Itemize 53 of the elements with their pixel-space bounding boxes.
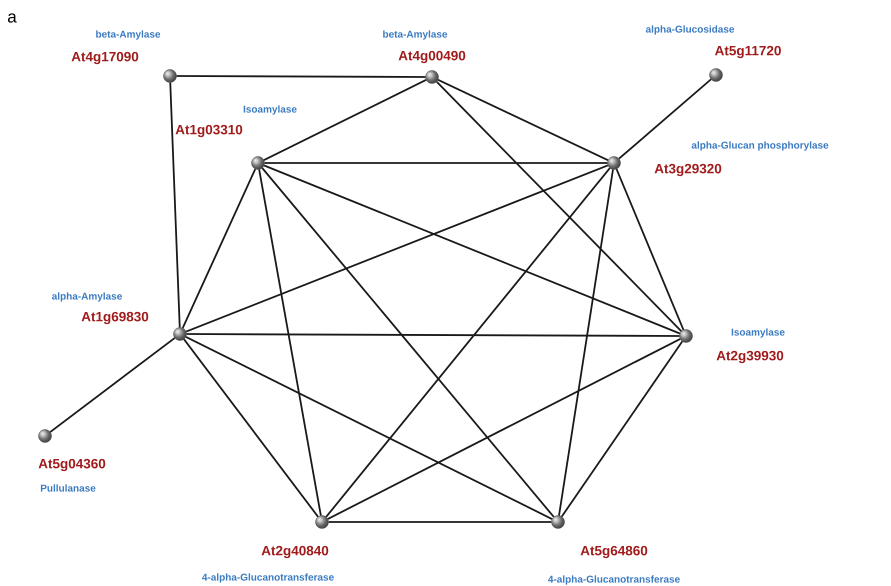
gene-id-label: At3g29320 [654,164,722,176]
enzyme-label: 4-alpha-Glucanotransferase [202,573,334,583]
edge-line [176,75,426,78]
edge-line [50,337,176,433]
node-sphere [315,515,329,529]
node-sphere [163,69,177,83]
enzyme-label: beta-Amylase [96,30,160,40]
enzyme-label: alpha-Glucan phosphorylase [692,141,828,151]
edge-line [558,169,614,516]
edge-line [328,521,552,523]
edge-line [169,82,181,328]
node-sphere [709,68,723,82]
gene-id-label: At5g04360 [38,458,106,472]
enzyme-label: alpha-Glucosidase [646,25,734,35]
edge-line [561,341,683,517]
edge-line [326,168,610,518]
edge-line [264,164,680,334]
enzyme-label: alpha-Amylase [52,292,122,302]
gene-id-label: At1g69830 [82,312,148,324]
node-sphere [38,429,52,443]
gene-id-label: At2g39930 [716,350,784,364]
enzyme-label: Isoamylase [244,105,297,115]
edge-line [438,79,608,161]
gene-id-label: At5g64860 [580,546,648,558]
edge-line [436,81,682,332]
edge-line [618,78,712,160]
gene-id-label: At1g03310 [176,124,242,138]
node-sphere [251,156,265,170]
edge-line [258,169,322,516]
gene-id-label: At4g17090 [72,52,138,64]
node-sphere [551,515,565,529]
edge-line [186,336,552,520]
enzyme-label: Pullulanase [40,484,96,492]
edge-line [264,79,426,161]
enzyme-label: beta-Amylase [383,30,448,40]
node-sphere [679,329,693,343]
node-sphere [173,327,187,341]
node-sphere [425,70,439,84]
edge-line [616,168,684,330]
edge-line [186,333,680,337]
edge-line [186,164,608,332]
panel-letter: a [8,13,17,23]
edge-line [264,162,608,164]
edge-line [182,168,256,328]
node-sphere [607,156,621,170]
edge-line [328,338,680,520]
edge-line [262,168,554,518]
enzyme-label: 4-alpha-Glucanotransferase [548,575,680,585]
gene-id-label: At5g11720 [714,46,781,58]
edge-line [183,338,319,518]
gene-id-label: At4g00490 [398,50,466,64]
enzyme-label: Isoamylase [732,328,785,338]
gene-id-label: At2g40840 [262,546,328,558]
